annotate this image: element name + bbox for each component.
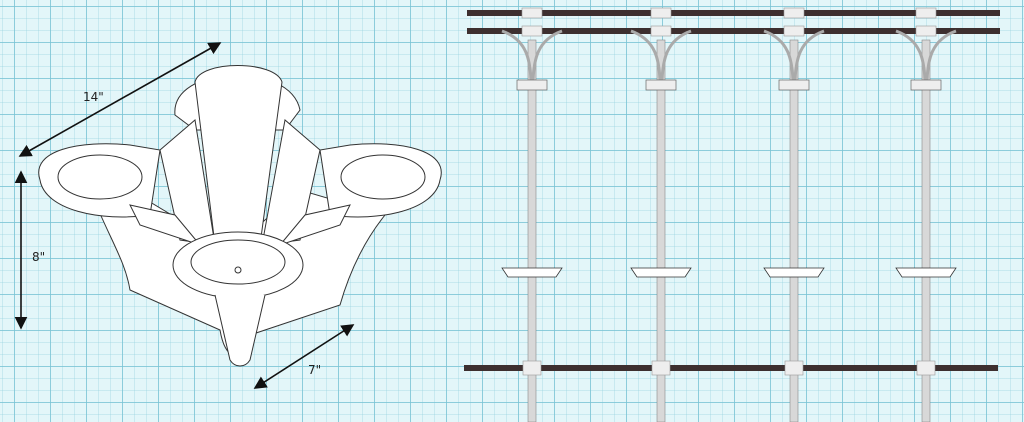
top-rail (467, 10, 1000, 16)
tower-system (464, 7, 1000, 422)
tower-pipe (789, 39, 799, 422)
tower-cap (910, 79, 942, 91)
tower-cap (778, 79, 810, 91)
drip-saucer (763, 267, 825, 278)
tee-connector (783, 25, 805, 37)
feed-tube-left (630, 29, 662, 81)
tower-2 (630, 7, 692, 422)
feed-tube-right (660, 29, 692, 81)
tower-pipe (527, 39, 537, 422)
bottom-rail (464, 365, 998, 371)
drip-saucer (630, 267, 692, 278)
tee-connector (650, 25, 672, 37)
feed-tube-left (763, 29, 795, 81)
tower-cap (516, 79, 548, 91)
feed-rail (467, 28, 1000, 34)
tee-connector (915, 25, 937, 37)
width-arrow (18, 42, 222, 157)
bottom-connector (522, 360, 542, 376)
tower-pipe (921, 39, 931, 422)
bottom-connector (784, 360, 804, 376)
width-label: 14" (83, 90, 104, 104)
top-connector (521, 7, 543, 19)
dimension-lines (14, 42, 355, 389)
height-label: 8" (32, 250, 45, 264)
feed-tube-left (501, 29, 533, 81)
tee-connector (521, 25, 543, 37)
bottom-connector (651, 360, 671, 376)
feed-tube-right (793, 29, 825, 81)
top-connector (915, 7, 937, 19)
tower-1 (501, 7, 563, 422)
bottom-connector (916, 360, 936, 376)
feed-tube-right (925, 29, 957, 81)
top-connector (650, 7, 672, 19)
tower-4 (895, 7, 957, 422)
depth-label: 7" (308, 363, 321, 377)
pot-drawing (38, 65, 442, 367)
drip-saucer (895, 267, 957, 278)
tower-cap (645, 79, 677, 91)
tower-pipe (656, 39, 666, 422)
depth-arrow (253, 324, 355, 389)
feed-tube-right (531, 29, 563, 81)
feed-tube-left (895, 29, 927, 81)
tower-3 (763, 7, 825, 422)
drip-saucer (501, 267, 563, 278)
top-connector (783, 7, 805, 19)
